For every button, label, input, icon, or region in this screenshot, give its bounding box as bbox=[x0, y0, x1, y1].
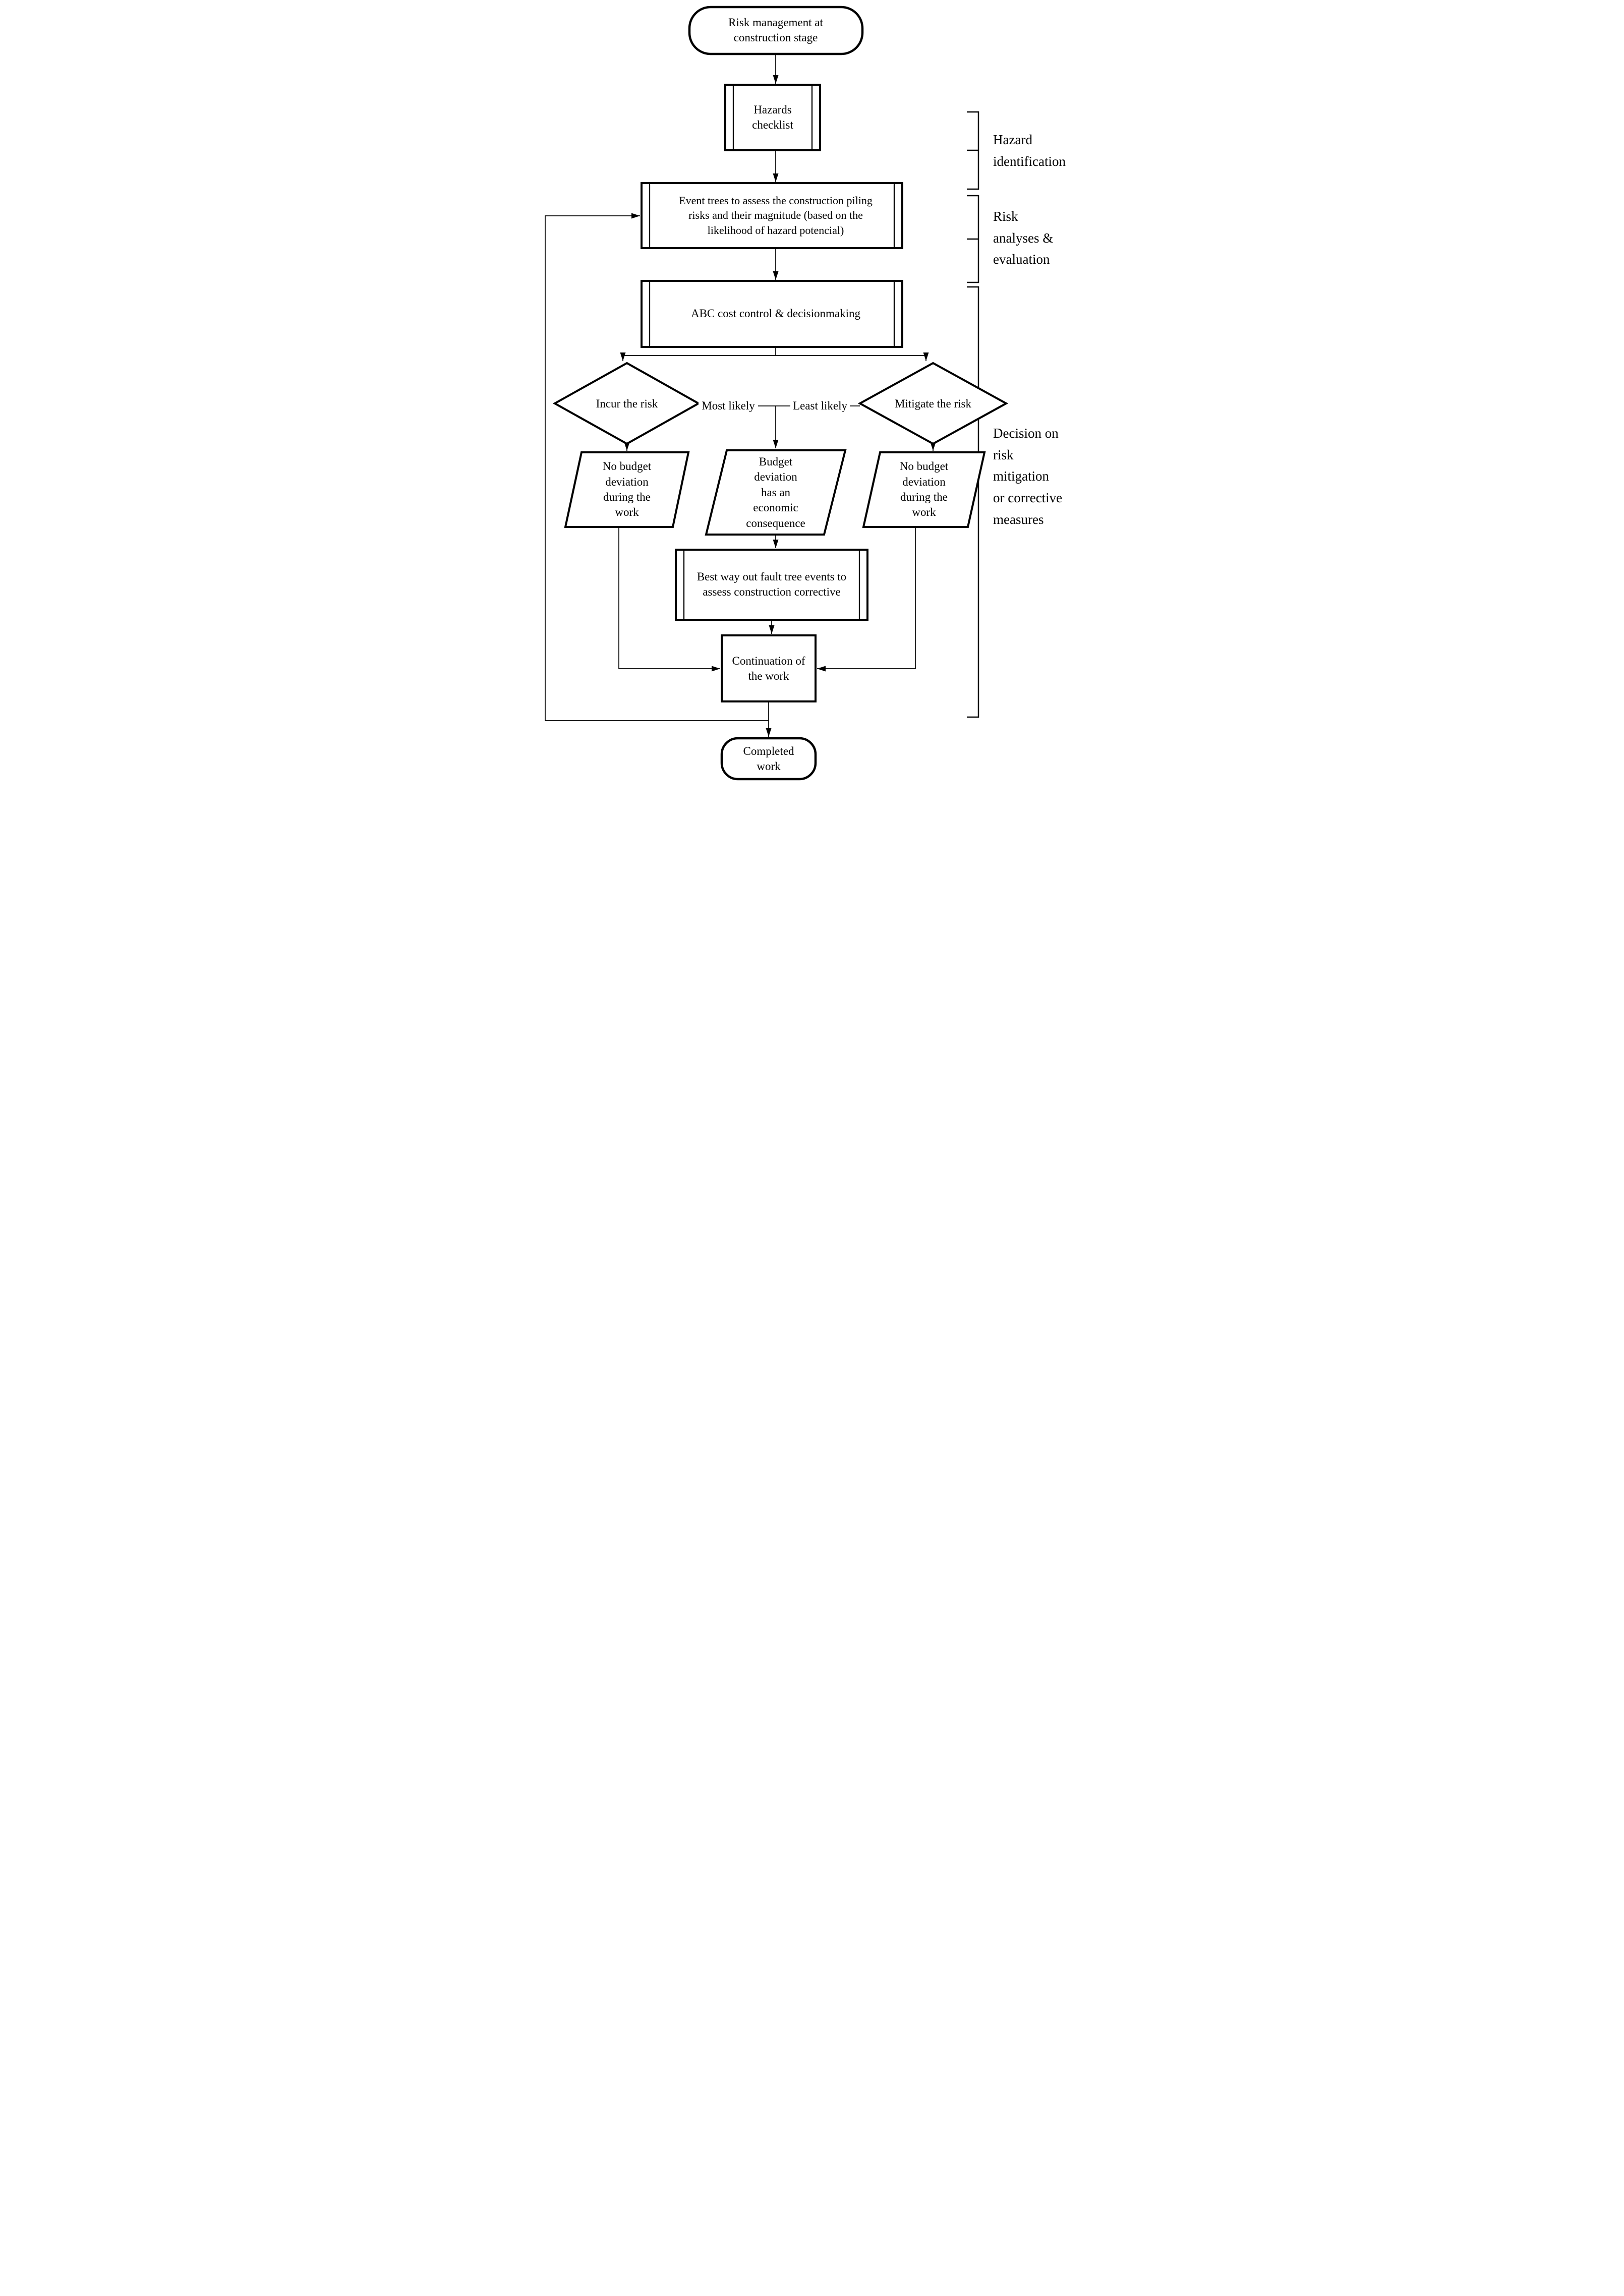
elbow-no-budget-right-to-continuation bbox=[817, 527, 916, 672]
no-budget-left-label: No budget deviation during the work bbox=[602, 460, 652, 519]
stage-label-risk-analyses: Risk analyses & evaluation bbox=[993, 209, 1054, 267]
bracket-risk-analyses bbox=[967, 195, 979, 283]
completed-label: Completed work bbox=[743, 744, 794, 773]
least-likely-label: Least likely bbox=[790, 399, 850, 413]
abc-label: ABC cost control & decisionmaking bbox=[690, 307, 860, 320]
abc-predefined-shape bbox=[641, 280, 903, 348]
budget-mid-label: Budget deviation has an economic consequ… bbox=[746, 455, 805, 529]
hazards-label: Hazards checklist bbox=[752, 103, 793, 131]
incur-decision-shape bbox=[552, 362, 701, 445]
best-way-predefined-shape bbox=[675, 549, 868, 621]
continuation-process-shape bbox=[721, 634, 817, 702]
event-trees-label: Event trees to assess the construction p… bbox=[679, 194, 873, 237]
budget-mid-data-shape bbox=[705, 449, 847, 536]
flowchart-drawing bbox=[545, 6, 1009, 781]
most-likely-label: Most likely bbox=[699, 399, 758, 413]
connector-group bbox=[545, 54, 936, 737]
event-trees-predefined-shape bbox=[641, 182, 903, 249]
no-budget-right-label: No budget deviation during the work bbox=[899, 460, 949, 519]
no-budget-right-data-shape bbox=[862, 451, 986, 528]
best-way-label: Best way out fault tree events to assess… bbox=[697, 570, 847, 598]
completed-terminator-shape bbox=[720, 737, 817, 781]
node-shape-group bbox=[552, 6, 1009, 781]
elbow-no-budget-left-to-continuation bbox=[618, 527, 720, 672]
mitigate-label: Mitigate the risk bbox=[894, 397, 972, 410]
continuation-label: Continuation of the work bbox=[732, 654, 805, 682]
stage-label-hazard-identification: Hazard identification bbox=[993, 132, 1066, 169]
start-terminator-shape bbox=[688, 6, 864, 55]
flowchart-canvas: Risk management at construction stage Ha… bbox=[532, 0, 1092, 792]
incur-label: Incur the risk bbox=[596, 397, 658, 410]
bracket-hazard-identification bbox=[967, 111, 979, 190]
start-label: Risk management at construction stage bbox=[728, 16, 823, 44]
hazards-predefined-shape bbox=[724, 84, 821, 151]
feedback-loop-to-event-trees bbox=[545, 213, 769, 721]
stage-label-decision: Decision on risk mitigation or correctiv… bbox=[993, 426, 1063, 527]
no-budget-left-data-shape bbox=[564, 451, 690, 528]
mitigate-decision-shape bbox=[857, 362, 1009, 445]
